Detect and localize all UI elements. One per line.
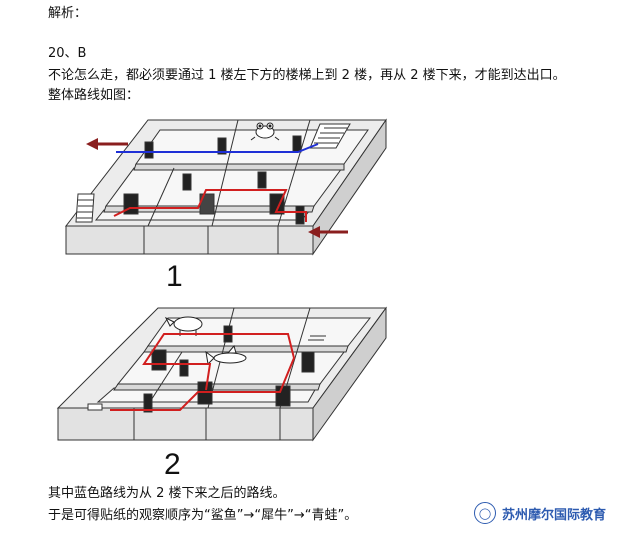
stairs-floor2-right xyxy=(308,335,326,341)
frog-sticker-icon xyxy=(250,122,280,141)
maze-figure: 1 xyxy=(56,118,387,480)
route-intro: 整体路线如图： xyxy=(48,88,140,103)
stairs-floor1-bottom-left xyxy=(75,193,95,223)
answer: 20、B xyxy=(48,46,87,61)
watermark: ◯ 苏州摩尔国际教育 xyxy=(473,502,606,524)
floor-1-building xyxy=(64,118,387,256)
stairs-floor2-bottom-left xyxy=(87,403,103,411)
shark-sticker-icon xyxy=(205,344,247,366)
floor-1-label: 1 xyxy=(166,260,183,293)
floor-2-label: 2 xyxy=(164,448,181,480)
stairs-floor1-top xyxy=(309,123,351,149)
exit-arrow-icon xyxy=(86,138,128,150)
wechat-icon: ◯ xyxy=(473,502,496,524)
rhino-sticker-icon xyxy=(164,316,203,336)
blue-route-floor1 xyxy=(116,143,319,153)
watermark-text: 苏州摩尔国际教育 xyxy=(501,507,606,523)
conclusion: 于是可得贴纸的观察顺序为“鲨鱼”→“犀牛”→“青蛙”。 xyxy=(48,508,358,523)
blue-route-note: 其中蓝色路线为从 2 楼下来之后的路线。 xyxy=(48,486,286,501)
red-route-floor2 xyxy=(110,333,296,411)
red-route-floor1 xyxy=(113,189,307,222)
heading: 解析： xyxy=(48,6,88,21)
floor-2-building xyxy=(56,306,387,442)
explanation-line: 不论怎么走，都必须要通过 1 楼左下方的楼梯上到 2 楼，再从 2 楼下来，才能… xyxy=(48,68,566,83)
entry-arrow-icon xyxy=(308,226,348,238)
